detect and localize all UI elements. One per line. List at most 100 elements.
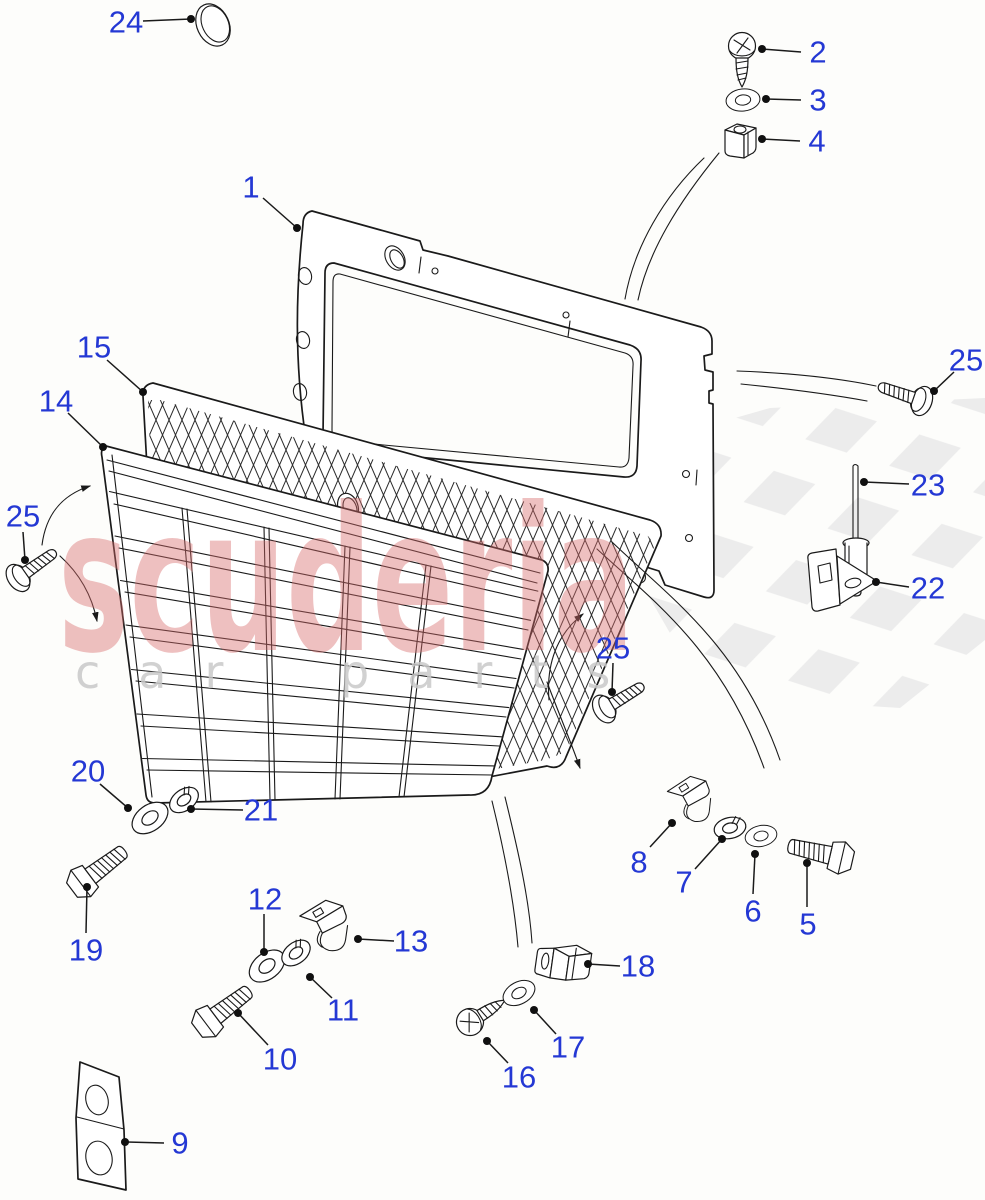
insertion-arrow-arcs — [41, 485, 584, 770]
fastener-19-bolt — [61, 836, 136, 904]
callout-dot-24 — [187, 15, 195, 23]
callout-label-22[interactable]: 22 — [911, 571, 945, 606]
callout-leader-18 — [587, 963, 621, 967]
callout-leader-8 — [649, 822, 673, 848]
callout-label-9[interactable]: 9 — [171, 1126, 188, 1161]
callout-leader-11 — [309, 976, 333, 999]
callout-dot-15 — [139, 388, 147, 396]
fastener-6-washer — [742, 822, 780, 850]
callout-label-2[interactable]: 2 — [809, 35, 826, 70]
callout-dot-8 — [668, 819, 676, 827]
callout-leader-24 — [142, 18, 192, 22]
callout-dot-25 — [930, 387, 938, 395]
callout-dot-7 — [718, 835, 726, 843]
callout-label-12[interactable]: 12 — [248, 882, 282, 917]
callout-label-25[interactable]: 25 — [596, 631, 630, 666]
callout-dot-22 — [872, 578, 880, 586]
callout-dot-10 — [234, 1009, 242, 1017]
callout-label-24[interactable]: 24 — [109, 5, 143, 40]
callout-label-4[interactable]: 4 — [808, 124, 825, 159]
callout-dot-17 — [530, 1006, 538, 1014]
callout-label-23[interactable]: 23 — [911, 468, 945, 503]
fastener-22-bracket — [807, 548, 878, 612]
fastener-5-bolt — [783, 828, 857, 878]
callout-label-5[interactable]: 5 — [799, 907, 816, 942]
fastener-4-clip-nut — [724, 123, 757, 159]
callout-dot-4 — [758, 135, 766, 143]
callout-label-15[interactable]: 15 — [77, 330, 111, 365]
fastener-24-blanking-plug — [195, 3, 231, 47]
callout-dot-12 — [260, 948, 268, 956]
callout-leader-14 — [67, 412, 104, 448]
callout-dot-5 — [803, 859, 811, 867]
callout-leader-2 — [761, 48, 802, 53]
callout-dot-3 — [762, 95, 770, 103]
callout-layer: 1234567891011121314151617181920212223242… — [6, 5, 983, 1161]
fastener-25-screw-left — [0, 538, 65, 597]
callout-label-11[interactable]: 11 — [327, 993, 359, 1028]
callout-label-10[interactable]: 10 — [263, 1042, 297, 1077]
callout-leader-23 — [863, 481, 910, 485]
fastener-10-bolt — [186, 976, 261, 1044]
callout-leader-22 — [875, 581, 910, 588]
fastener-8-spire-clip — [666, 775, 712, 822]
callout-dot-20 — [124, 804, 132, 812]
callout-leader-21 — [190, 808, 244, 811]
callout-dot-14 — [99, 443, 107, 451]
callout-dot-19 — [83, 883, 91, 891]
brand-watermark: scuderia — [58, 464, 635, 697]
callout-dot-25 — [608, 688, 616, 696]
callout-leader-13 — [357, 938, 395, 942]
checkered-flag-watermark — [628, 398, 985, 708]
callout-dot-25 — [21, 556, 29, 564]
callout-leader-1 — [262, 197, 298, 229]
callout-leader-10 — [237, 1012, 269, 1046]
fastener-13-spire-clip — [299, 899, 349, 952]
assembly-leader-curves — [491, 152, 877, 948]
callout-dot-9 — [121, 1138, 129, 1146]
callout-dot-11 — [306, 973, 314, 981]
callout-label-7[interactable]: 7 — [675, 865, 692, 900]
callout-label-8[interactable]: 8 — [630, 845, 647, 880]
fastener-17-washer — [498, 974, 540, 1012]
callout-dot-6 — [751, 850, 759, 858]
callout-label-1[interactable]: 1 — [242, 170, 259, 205]
callout-leader-25 — [933, 371, 955, 392]
callout-leader-9 — [124, 1141, 165, 1144]
callout-label-19[interactable]: 19 — [69, 933, 103, 968]
callout-leader-25 — [22, 531, 26, 561]
callout-label-6[interactable]: 6 — [744, 894, 761, 929]
callout-leader-7 — [694, 838, 723, 870]
callout-label-18[interactable]: 18 — [621, 949, 655, 984]
callout-leader-3 — [765, 98, 802, 101]
callout-label-14[interactable]: 14 — [39, 384, 73, 419]
callout-dot-18 — [584, 960, 592, 968]
callout-dot-2 — [758, 45, 766, 53]
callout-label-21[interactable]: 21 — [244, 793, 278, 828]
callout-label-3[interactable]: 3 — [809, 83, 826, 118]
fastener-18-clip-nut — [534, 944, 593, 981]
callout-leader-6 — [752, 853, 756, 895]
fastener-7-spring-washer — [711, 813, 749, 843]
callout-label-13[interactable]: 13 — [394, 924, 428, 959]
callout-leader-16 — [486, 1040, 509, 1064]
callout-label-20[interactable]: 20 — [71, 754, 105, 789]
callout-leader-19 — [85, 886, 88, 934]
callout-leader-25 — [611, 662, 614, 693]
callout-label-17[interactable]: 17 — [551, 1030, 585, 1065]
callout-leader-4 — [761, 138, 801, 142]
brand-subtitle-watermark: car parts — [75, 645, 648, 699]
callout-dot-21 — [187, 805, 195, 813]
callout-leader-17 — [533, 1009, 557, 1035]
callout-label-25[interactable]: 25 — [949, 343, 983, 378]
callout-leader-20 — [99, 783, 129, 809]
callout-leader-15 — [106, 359, 144, 393]
part-1-grille-surround-panel — [292, 210, 715, 599]
callout-label-25[interactable]: 25 — [6, 499, 40, 534]
callout-label-16[interactable]: 16 — [502, 1060, 536, 1095]
part-9-retainer-plate — [75, 1061, 127, 1191]
callout-dot-16 — [483, 1037, 491, 1045]
part-14-grille — [100, 445, 549, 804]
fastener-2-screw — [727, 31, 757, 88]
